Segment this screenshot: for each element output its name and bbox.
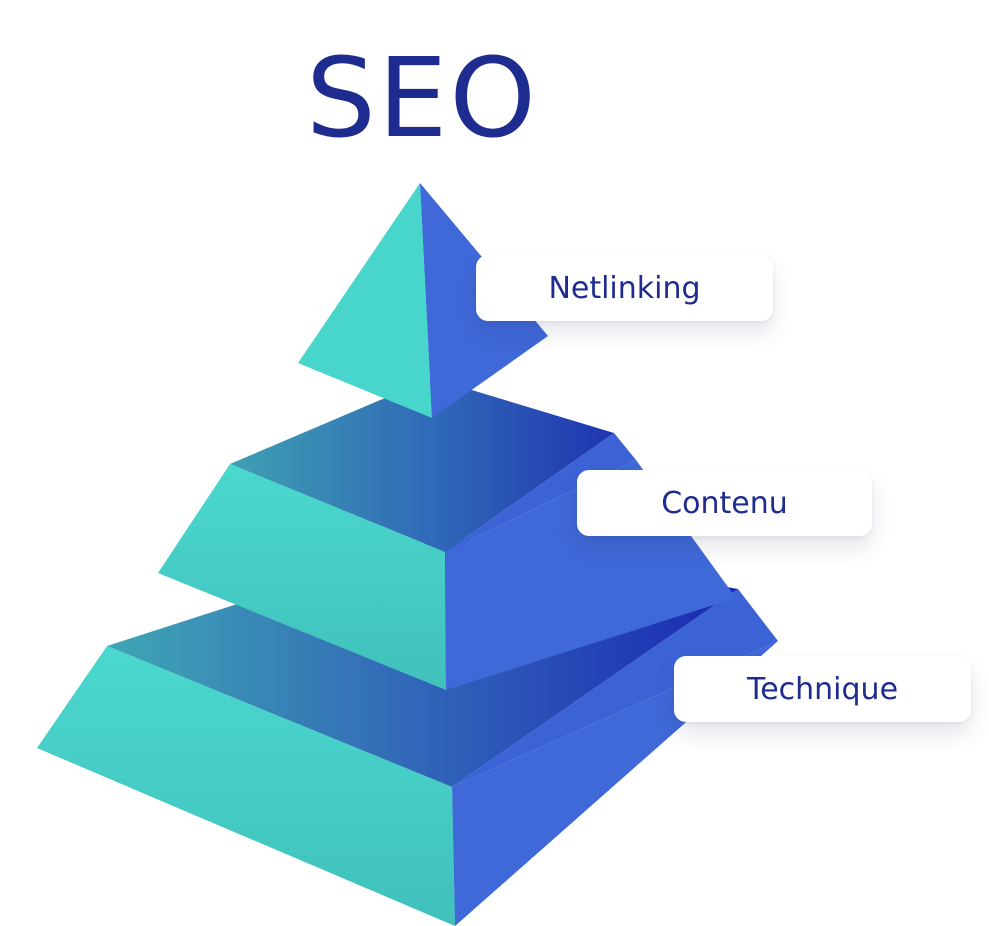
label-netlinking: Netlinking	[476, 255, 773, 321]
contenu-top-face	[230, 378, 614, 552]
label-netlinking-text: Netlinking	[548, 270, 701, 306]
label-contenu-text: Contenu	[661, 485, 788, 521]
label-contenu: Contenu	[577, 470, 872, 536]
diagram-title: SEO	[306, 34, 538, 162]
technique-left-face	[37, 646, 455, 926]
technique-right-edge	[452, 589, 778, 787]
label-technique: Technique	[674, 656, 971, 722]
label-technique-text: Technique	[746, 671, 899, 707]
contenu-right-edge	[445, 433, 636, 552]
netlinking-left-face	[298, 183, 432, 418]
contenu-left-face	[158, 464, 446, 690]
